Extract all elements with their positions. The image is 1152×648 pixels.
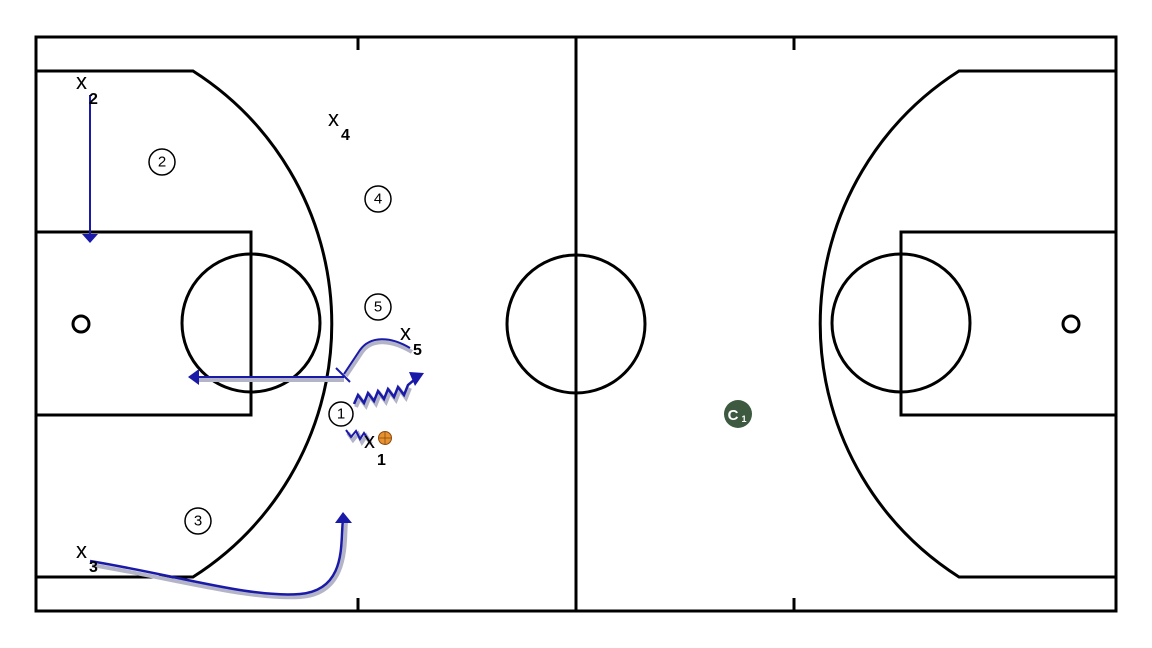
path-x2-arrowhead xyxy=(82,234,98,243)
defender-x3: x 3 xyxy=(76,538,98,576)
offense-player-4: 4 xyxy=(364,185,392,213)
court-lines xyxy=(34,35,1118,613)
offense-label: 3 xyxy=(194,513,202,530)
path-x1-zigzag xyxy=(345,429,370,442)
path-x5-curve xyxy=(343,338,411,375)
defender-mark: x xyxy=(76,538,87,563)
path-x3-curve xyxy=(89,519,345,596)
defender-x4: x 4 xyxy=(328,106,350,144)
path-x5-screen-bar xyxy=(335,367,351,383)
offense-label: 2 xyxy=(158,154,166,171)
path-x3-shadow xyxy=(91,521,348,600)
coach-marker: C 1 xyxy=(724,400,752,428)
path-horizontal-arrowhead xyxy=(188,369,199,385)
coach-number: 1 xyxy=(741,414,746,424)
defender-x5: x 5 xyxy=(400,320,422,359)
defender-mark: x xyxy=(328,106,339,131)
right-key xyxy=(899,230,1118,417)
offense-label: 1 xyxy=(337,406,345,423)
left-three-point-line xyxy=(36,69,334,579)
offense-player-5: 5 xyxy=(364,293,392,321)
path-x5-shadow xyxy=(344,340,414,378)
offense-players: 1 2 3 4 5 xyxy=(148,148,392,535)
left-free-throw-circle xyxy=(180,252,322,394)
right-free-throw-circle xyxy=(830,252,972,394)
offense-label: 4 xyxy=(374,191,382,208)
right-basket xyxy=(1061,314,1081,334)
movement-paths xyxy=(82,95,424,600)
defender-number: 1 xyxy=(377,452,386,469)
path-dribble xyxy=(352,379,415,406)
defender-number: 5 xyxy=(413,342,422,359)
left-basket xyxy=(71,314,91,334)
defender-mark: x xyxy=(76,69,87,94)
basketball-icon xyxy=(378,431,392,445)
path-x3-arrowhead xyxy=(335,512,352,523)
offense-player-3: 3 xyxy=(184,507,212,535)
center-circle xyxy=(505,253,647,395)
defense-players: x 1 x 2 x 3 x 4 x 5 xyxy=(76,69,422,576)
offense-player-1: 1 xyxy=(328,401,354,427)
defender-number: 2 xyxy=(89,91,98,108)
path-dribble-arrowhead xyxy=(409,372,424,386)
defender-mark: x xyxy=(364,428,375,453)
defender-mark: x xyxy=(400,320,411,345)
right-three-point-line xyxy=(818,69,1116,579)
defender-number: 3 xyxy=(89,559,98,576)
offense-label: 5 xyxy=(374,299,382,316)
offense-player-2: 2 xyxy=(148,148,176,176)
defender-x2: x 2 xyxy=(76,69,98,108)
defender-number: 4 xyxy=(341,127,350,144)
defender-x1: x 1 xyxy=(364,428,386,469)
coach-letter: C xyxy=(728,407,739,424)
left-key xyxy=(34,230,253,417)
